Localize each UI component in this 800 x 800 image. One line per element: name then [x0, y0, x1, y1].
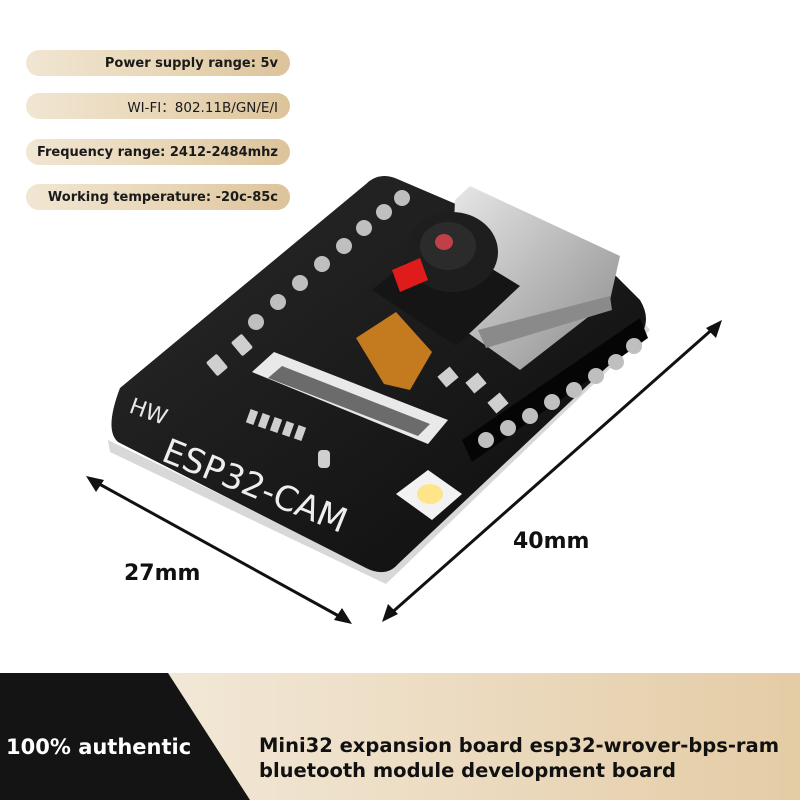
spec-wifi: WI-FI：802.11B/GN/E/I — [26, 93, 290, 119]
smd-components — [206, 334, 509, 468]
lens-locking-tab — [392, 258, 428, 292]
camera-lens — [435, 234, 453, 250]
gpio-pads-left — [248, 190, 410, 330]
header-pins — [488, 386, 640, 520]
esp32-cam-board-image: HW ESP32-CAM — [86, 176, 722, 624]
sd-card-slot — [450, 186, 620, 370]
gpio-pads-right — [478, 338, 642, 448]
spec-frequency: Frequency range: 2412-2484mhz — [26, 139, 290, 165]
length-dimension-label: 40mm — [513, 529, 590, 554]
spec-temperature: Working temperature: -20c-85c — [26, 184, 290, 210]
authentic-badge: 100% authentic — [6, 735, 192, 759]
camera-flex-cable — [356, 312, 432, 390]
width-dimension-label: 27mm — [124, 561, 201, 586]
product-description: Mini32 expansion board esp32-wrover-bps-… — [259, 734, 780, 782]
spec-power-supply: Power supply range: 5v — [26, 50, 290, 76]
dimension-arrows — [86, 320, 722, 624]
